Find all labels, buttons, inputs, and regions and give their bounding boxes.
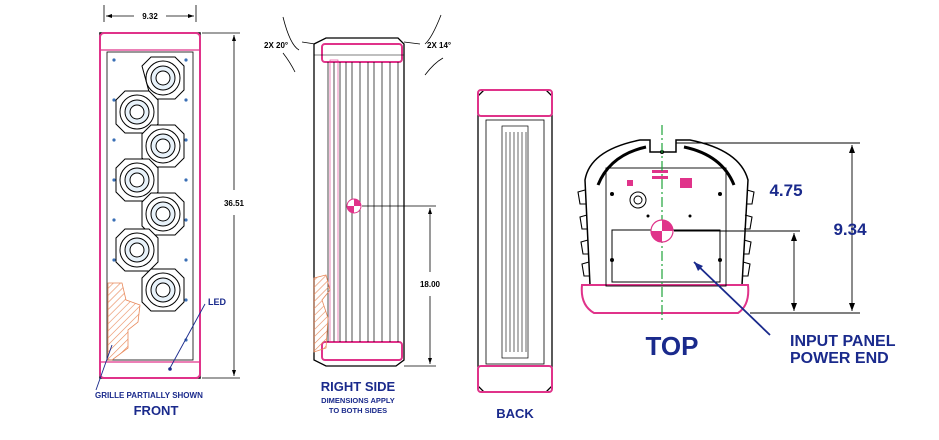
top-callout-2: POWER END	[790, 350, 889, 367]
grille-note: GRILLE PARTIALLY SHOWN	[95, 391, 203, 400]
angle-left-dim: 2X 20°	[264, 41, 288, 50]
top-center-of-mass-icon	[650, 219, 674, 243]
driver-array	[115, 56, 185, 312]
right-side-view-label: RIGHT SIDE	[321, 379, 396, 394]
back-view: BACK	[477, 89, 553, 421]
led-label: LED	[208, 297, 227, 307]
top-view: 4.75 9.34 TOP INPUT PANEL POWER END	[577, 125, 896, 367]
center-of-mass-icon	[346, 198, 362, 214]
angle-right-dim: 2X 14°	[427, 41, 451, 50]
front-view-label: FRONT	[134, 403, 179, 418]
right-side-note-2: TO BOTH SIDES	[329, 406, 387, 415]
top-dim-outer: 9.34	[833, 220, 867, 239]
top-dim-inner: 4.75	[769, 181, 802, 200]
top-callout-1: INPUT PANEL	[790, 333, 896, 350]
back-view-label: BACK	[496, 406, 534, 421]
right-side-height-dim: 18.00	[420, 280, 441, 289]
front-height-dim: 36.51	[224, 199, 245, 208]
right-side-note-1: DIMENSIONS APPLY	[321, 396, 395, 405]
top-view-label: TOP	[646, 331, 699, 361]
front-view: 9.32	[95, 5, 245, 418]
front-width-dim: 9.32	[142, 12, 158, 21]
right-side-view: 2X 20° 2X 14° 18.	[264, 14, 451, 415]
grille-hatch	[107, 282, 141, 361]
